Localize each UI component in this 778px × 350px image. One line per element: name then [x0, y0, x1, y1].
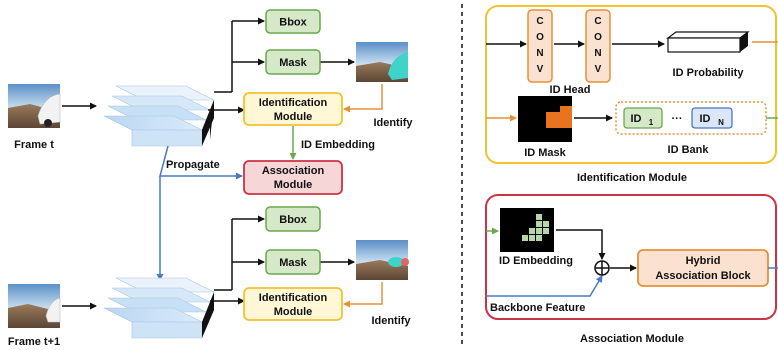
conv-block-1: C O N V: [527, 9, 553, 83]
idn-label: ID: [700, 113, 711, 125]
identification-module-top: Identification Module: [243, 92, 343, 126]
result-image-bottom: [356, 240, 409, 280]
association-module-detail-frame: [485, 194, 777, 320]
conv2-c: C: [594, 16, 601, 27]
frame-t1-image: [8, 284, 61, 328]
idn-subscript: N: [718, 118, 724, 127]
id1-subscript: 1: [649, 118, 654, 127]
identify-arrow-bottom: [343, 282, 383, 308]
identification-module-title: Identification Module: [577, 172, 687, 184]
assoc-line1: Association: [262, 165, 325, 177]
mask-bottom-label: Mask: [279, 257, 307, 269]
conv1-v: V: [537, 64, 544, 75]
assoc-line2: Module: [274, 179, 313, 191]
mask-box-top: Mask: [265, 49, 321, 75]
id-bank-entry-n: ID N: [691, 107, 733, 129]
conv-block-2: C O N V: [585, 9, 611, 83]
bbox-box-top: Bbox: [265, 9, 321, 34]
id-head-label: ID Head: [550, 84, 591, 96]
embedding-to-add-arrow: [556, 229, 606, 260]
association-module-title: Association Module: [580, 333, 684, 345]
identify-top-label: Identify: [373, 117, 413, 129]
identification-module-bottom: Identification Module: [243, 287, 343, 321]
ident-bottom-line2: Module: [274, 306, 313, 318]
id-mask-image: [518, 96, 572, 142]
identify-arrow-top: [343, 84, 383, 113]
backbone-to-add-arrow: [486, 275, 603, 297]
id-mask-label: ID Mask: [524, 147, 566, 159]
result-image-top: [356, 42, 408, 82]
id-embedding-image: [500, 208, 554, 252]
bbox-top-label: Bbox: [279, 17, 307, 29]
bbox-bottom-label: Bbox: [279, 214, 307, 226]
conv2-o: O: [594, 32, 602, 43]
frame-t-image: [8, 84, 61, 128]
association-module-left: Association Module: [243, 160, 343, 195]
ident-top-line2: Module: [274, 111, 313, 123]
ident-bottom-line1: Identification: [259, 292, 328, 304]
mask-top-label: Mask: [279, 57, 307, 69]
id1-label: ID: [631, 113, 642, 125]
conv2-n: N: [594, 48, 601, 59]
id-bank-label: ID Bank: [668, 144, 710, 156]
mask-box-bottom: Mask: [265, 249, 321, 275]
id-bank: ID 1 ··· ID N: [615, 101, 767, 135]
conv1-o: O: [536, 32, 544, 43]
conv1-n: N: [536, 48, 543, 59]
frame-t-label: Frame t: [14, 139, 54, 151]
assoc-id-embedding-label: ID Embedding: [499, 255, 573, 267]
backbone-stack-bottom: [103, 277, 215, 339]
conv1-c: C: [536, 16, 543, 27]
frame-t1-label: Frame t+1: [8, 336, 60, 348]
id-bank-entry-1: ID 1: [623, 107, 663, 129]
addition-operator: [594, 260, 610, 276]
id-probability-label: ID Probability: [673, 67, 745, 79]
backbone-feature-label: Backbone Feature: [490, 302, 585, 314]
identification-module-detail-frame: [485, 5, 777, 164]
hybrid-line2: Association Block: [655, 270, 751, 282]
identify-bottom-label: Identify: [371, 315, 411, 327]
id-bank-ellipsis: ···: [672, 113, 683, 125]
ident-top-line1: Identification: [259, 97, 328, 109]
top-branch-connectors: [208, 17, 355, 114]
id-probability-cuboid: [666, 31, 750, 53]
conv2-v: V: [595, 64, 602, 75]
id-embedding-label: ID Embedding: [301, 139, 375, 151]
propagate-label: Propagate: [166, 159, 220, 171]
hybrid-line1: Hybrid: [686, 255, 721, 267]
bbox-box-bottom: Bbox: [265, 206, 321, 232]
backbone-stack-top: [103, 85, 215, 147]
hybrid-association-block: Hybrid Association Block: [637, 249, 769, 287]
bottom-branch-connectors: [210, 215, 355, 305]
